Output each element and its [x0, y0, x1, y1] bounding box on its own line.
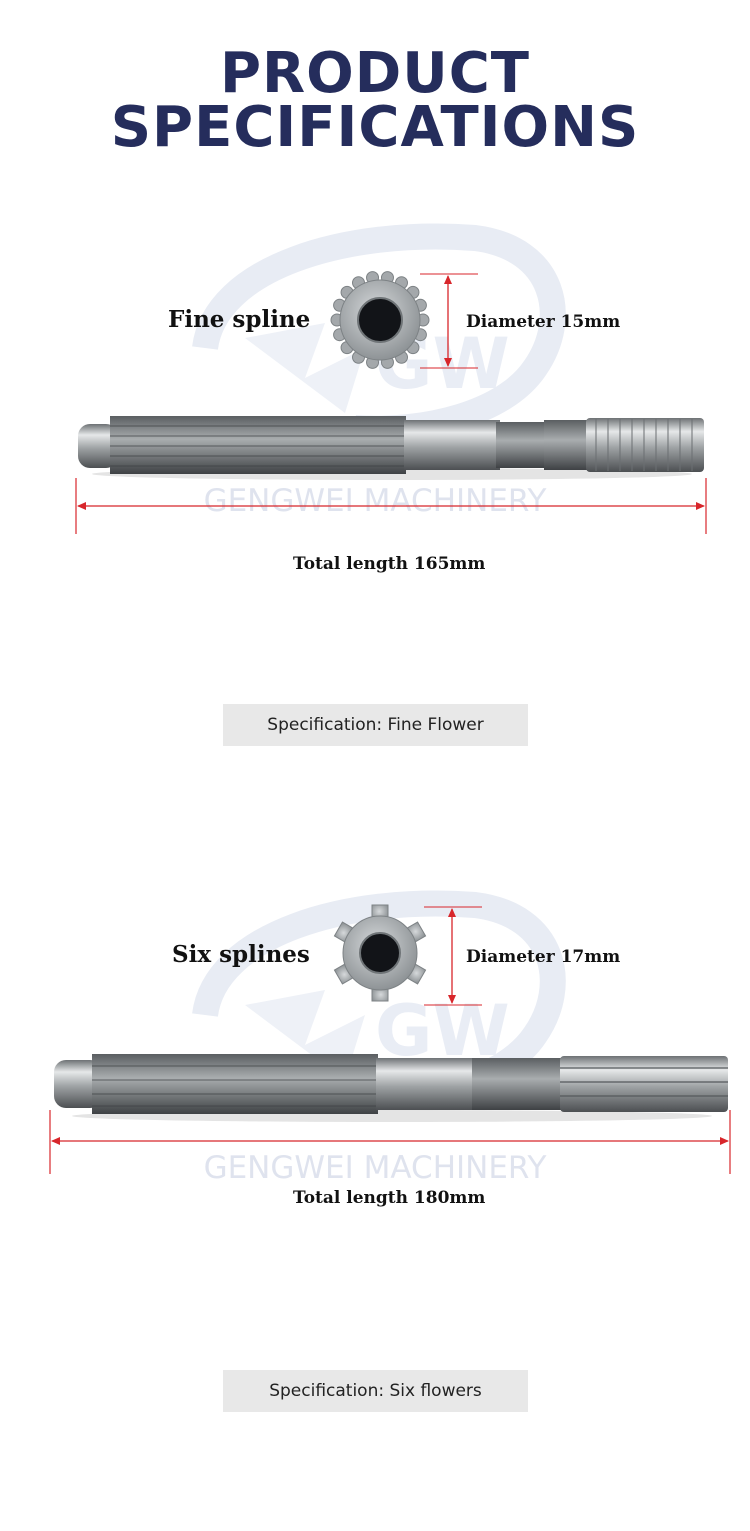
spline-label-2: Six splines	[172, 941, 310, 968]
length-label-1: Total length 165mm	[293, 554, 486, 574]
diameter-label-2: Diameter 17mm	[466, 947, 621, 967]
spline-label-1: Fine spline	[168, 306, 311, 333]
length-label-2: Total length 180mm	[293, 1188, 486, 1208]
diameter-dimension-1	[420, 273, 478, 369]
page-title-line-1: PRODUCT	[219, 41, 531, 106]
watermark-text-1: GENGWEI MACHINERY	[203, 483, 547, 519]
length-dimension-1	[75, 478, 707, 534]
shaft-2	[54, 1054, 728, 1122]
page-title-line-2: SPECIFICATIONS	[110, 95, 640, 160]
fine-spline-cross-section	[330, 271, 430, 369]
length-dimension-2	[49, 1110, 731, 1174]
shaft-1	[78, 416, 704, 480]
watermark-text-2: GENGWEI MACHINERY	[203, 1150, 547, 1186]
six-spline-cross-section	[333, 904, 427, 1002]
diameter-dimension-2	[424, 906, 482, 1006]
specification-label-1: Specification: Fine Flower	[223, 704, 528, 746]
diameter-label-1: Diameter 15mm	[466, 312, 621, 332]
specification-label-2: Specification: Six flowers	[223, 1370, 528, 1412]
